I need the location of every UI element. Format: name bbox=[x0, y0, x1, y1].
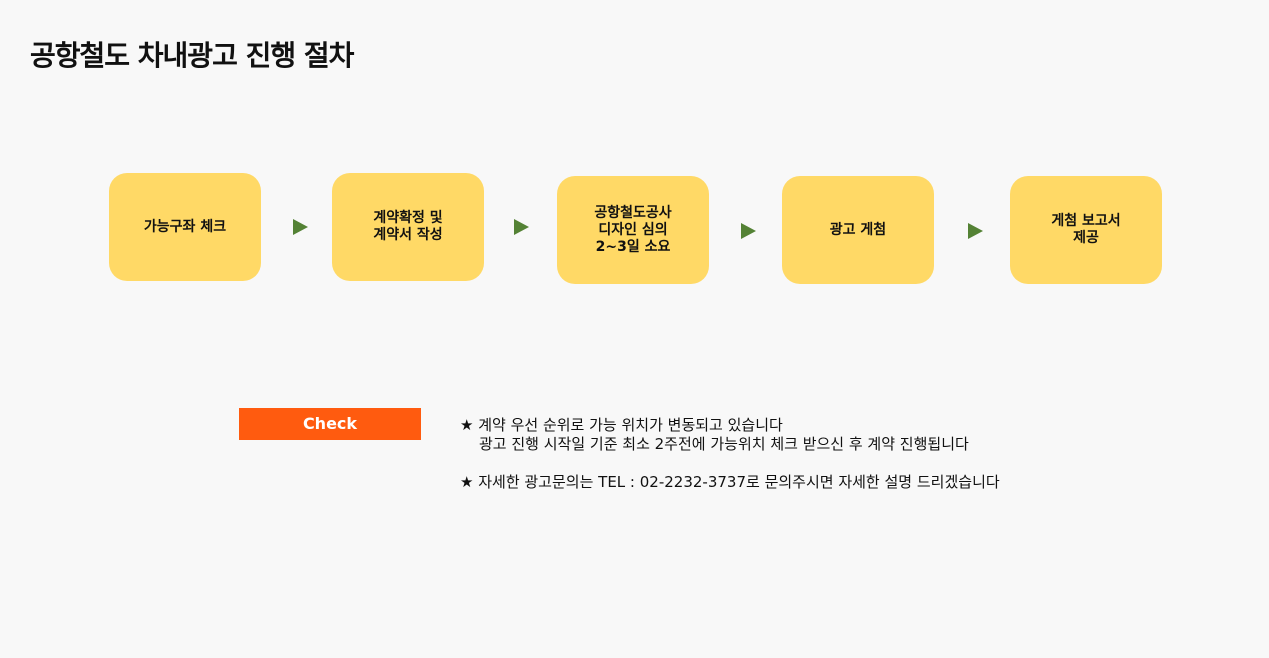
step-ad-posting: 광고 게첨 bbox=[782, 176, 934, 284]
step-design-review: 공항철도공사 디자인 심의 2~3일 소요 bbox=[557, 176, 709, 284]
arrow-right-icon bbox=[514, 219, 529, 235]
arrow-right-icon bbox=[293, 219, 308, 235]
page-title: 공항철도 차내광고 진행 절차 bbox=[30, 39, 354, 72]
step-availability-check: 가능구좌 체크 bbox=[109, 173, 261, 281]
step-posting-report: 게첨 보고서 제공 bbox=[1010, 176, 1162, 284]
step-contract: 계약확정 및 계약서 작성 bbox=[332, 173, 484, 281]
note-lead-time: 광고 진행 시작일 기준 최소 2주전에 가능위치 체크 받으신 후 계약 진행… bbox=[479, 435, 969, 453]
arrow-right-icon bbox=[968, 223, 983, 239]
note-contact: ★ 자세한 광고문의는 TEL : 02-2232-3737로 문의주시면 자세… bbox=[460, 473, 1000, 491]
arrow-right-icon bbox=[741, 223, 756, 239]
notes-spacer bbox=[460, 454, 1000, 473]
notes-block: ★ 계약 우선 순위로 가능 위치가 변동되고 있습니다 광고 진행 시작일 기… bbox=[460, 416, 1000, 492]
check-button[interactable]: Check bbox=[239, 408, 421, 440]
note-priority: ★ 계약 우선 순위로 가능 위치가 변동되고 있습니다 bbox=[460, 416, 783, 434]
